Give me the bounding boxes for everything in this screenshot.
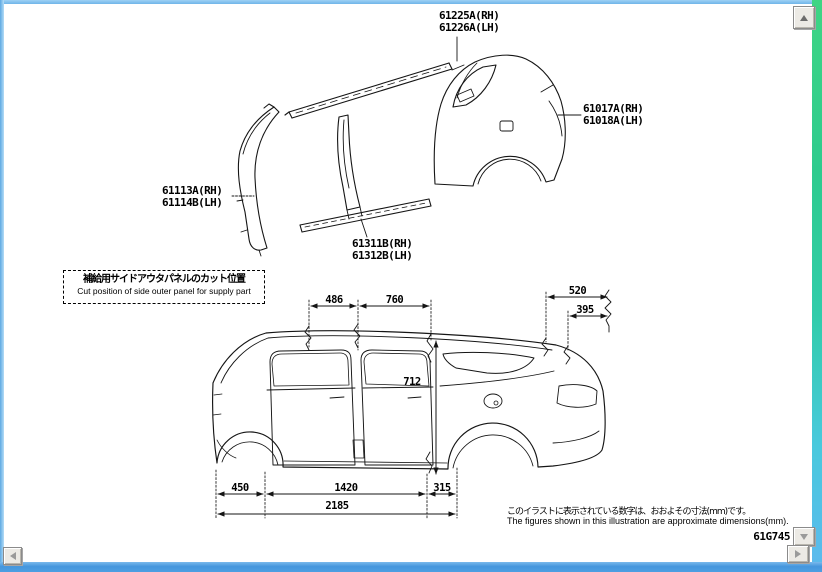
window-border-left xyxy=(0,0,4,562)
part-label-rh: 61225A(RH) xyxy=(439,9,500,22)
window-border-right xyxy=(812,0,822,572)
dimensioned-body-side-drawing xyxy=(212,289,612,519)
window-border-top xyxy=(0,0,812,4)
cut-marks xyxy=(304,289,612,474)
dim-mid-upper: 760 xyxy=(385,294,404,306)
leader-lines xyxy=(231,36,582,238)
part-label-lh: 61226A(LH) xyxy=(439,21,500,34)
scroll-right-arrow-icon xyxy=(795,550,801,558)
part-label-rh: 61113A(RH) xyxy=(162,184,223,197)
part-label-lh: 61018A(LH) xyxy=(583,114,644,127)
quarter-window xyxy=(442,351,535,374)
rear-lamp-recess xyxy=(556,384,598,408)
part-label-lh: 61312B(LH) xyxy=(352,249,413,262)
part-front-pillar xyxy=(236,103,280,257)
exploded-body-side-drawing xyxy=(231,36,582,257)
part-label-rh: 61311B(RH) xyxy=(352,237,413,250)
window-border-bottom xyxy=(0,562,822,572)
dim-front-lower: 450 xyxy=(231,482,249,494)
part-roof-side-rail xyxy=(284,62,453,119)
dim-mid-lower: 1420 xyxy=(334,482,358,494)
part-label-roof-side-rail: 61225A(RH) 61226A(LH) xyxy=(439,9,500,34)
part-label-front-pillar: 61113A(RH) 61114B(LH) xyxy=(162,184,223,209)
dimension-lines xyxy=(217,294,608,517)
car-outline xyxy=(212,330,606,470)
part-label-rocker-panel: 61311B(RH) 61312B(LH) xyxy=(352,237,413,262)
rear-door-opening xyxy=(360,349,434,466)
dim-front-upper: 486 xyxy=(325,294,343,306)
cut-note-english: Cut position of side outer panel for sup… xyxy=(77,286,251,296)
part-rocker-panel xyxy=(299,198,432,233)
part-label-rh: 61017A(RH) xyxy=(583,102,644,115)
scroll-down-button[interactable] xyxy=(793,527,815,546)
footnote-japanese: このイラストに表示されている数字は、おおよその寸法(mm)です。 xyxy=(507,507,751,517)
scroll-left-arrow-icon xyxy=(9,552,16,560)
extension-lines xyxy=(215,291,569,519)
scroll-up-button[interactable] xyxy=(793,6,815,29)
dim-cut-height: 712 xyxy=(403,376,421,388)
scroll-left-button[interactable] xyxy=(3,547,22,565)
scroll-down-arrow-icon xyxy=(800,533,808,540)
part-label-quarter-panel: 61017A(RH) 61018A(LH) xyxy=(583,102,644,127)
cut-position-note-box: 補給用サイドアウタパネルのカット位置 Cut position of side … xyxy=(63,270,265,304)
scroll-right-button[interactable] xyxy=(787,545,809,563)
fuel-lid xyxy=(483,393,503,409)
part-center-pillar xyxy=(337,114,363,220)
part-label-lh: 61114B(LH) xyxy=(162,196,223,209)
part-quarter-panel xyxy=(433,54,566,187)
dim-rear-cut: 315 xyxy=(433,482,451,494)
footnote-english: The figures shown in this illustration a… xyxy=(507,516,789,526)
scroll-up-arrow-icon xyxy=(800,14,808,21)
dim-overall: 2185 xyxy=(325,500,349,512)
figure-code: 61G745 xyxy=(753,530,790,543)
dim-rear-upper: 520 xyxy=(568,285,587,297)
cut-note-japanese: 補給用サイドアウタパネルのカット位置 xyxy=(83,274,246,285)
dim-rear-lower: 395 xyxy=(576,304,594,316)
front-door-opening xyxy=(269,349,356,466)
